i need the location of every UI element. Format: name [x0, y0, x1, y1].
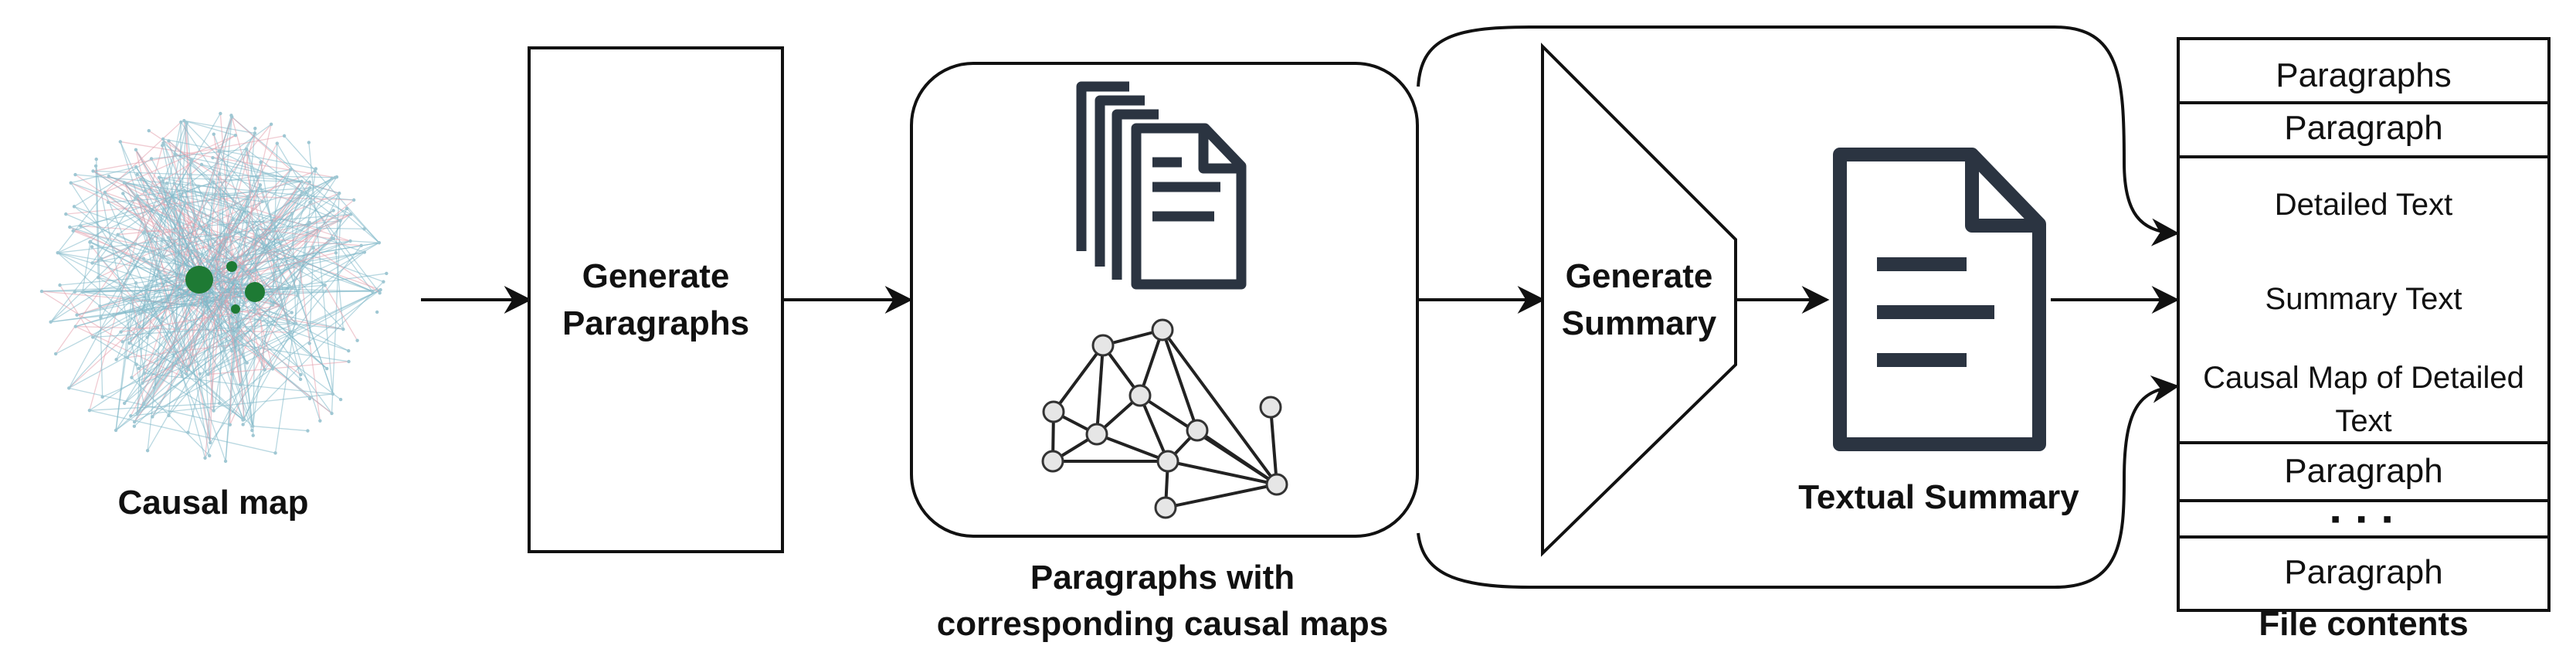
causal-map-hub-node [226, 261, 237, 272]
network-node [1259, 396, 1282, 419]
causal-network-icon [1041, 318, 1288, 519]
textual-summary-label: Textual Summary [1798, 478, 2079, 516]
paragraphs-caption-line2: corresponding causal maps [937, 605, 1388, 643]
network-node [1128, 384, 1152, 407]
paragraphs-caption-line1: Paragraphs with [1030, 559, 1295, 596]
causal-map-hub-node [231, 304, 240, 314]
file-row-detailed-text: Detailed Text [2275, 188, 2453, 222]
network-node [1154, 496, 1177, 519]
network-node [1091, 334, 1115, 357]
generate-summary-shape [1541, 42, 1737, 557]
file-row-paragraph-2: Paragraph [2284, 452, 2442, 490]
causal-map-graph [39, 111, 389, 464]
generate-paragraphs-label-line1: Generate [582, 257, 730, 295]
network-node [1042, 400, 1065, 423]
generate-summary-label-line2: Summary [1562, 304, 1717, 342]
arrow-bypass-top [1417, 25, 2180, 246]
causal-map-hub-node [185, 266, 213, 294]
file-contents-caption: File contents [2259, 605, 2468, 643]
file-row-paragraphs: Paragraphs [2276, 56, 2451, 94]
causal-map-edges [41, 113, 387, 462]
network-node [1085, 423, 1108, 446]
generate-paragraphs-label-line2: Paragraphs [562, 304, 749, 342]
network-node [1156, 450, 1179, 473]
summary-document-icon [1833, 148, 2046, 451]
network-node [1151, 318, 1174, 341]
network-node [1041, 450, 1064, 473]
generate-summary-label-line1: Generate [1566, 257, 1713, 295]
network-node [1186, 419, 1209, 442]
causal-map-nodes [39, 111, 389, 464]
causal-map-hub-node [245, 282, 265, 302]
file-row-summary-text: Summary Text [2265, 282, 2462, 316]
file-row-causal-map-line1: Causal Map of Detailed [2203, 361, 2524, 395]
summary-document-lines [1877, 257, 1994, 367]
stacked-documents-icon [1076, 81, 1247, 290]
file-row-causal-map-line2: Text [2335, 404, 2391, 438]
file-row-paragraph-last: Paragraph [2284, 553, 2442, 591]
causal-map-label: Causal map [118, 484, 309, 522]
file-row-ellipsis: ▪ ▪ ▪ [2330, 505, 2396, 534]
file-row-paragraph-1: Paragraph [2284, 109, 2442, 147]
network-node [1265, 473, 1288, 496]
generate-paragraphs-box [528, 46, 784, 553]
arrow-bypass-bottom [1417, 375, 2180, 589]
file-contents-table [2177, 37, 2551, 612]
